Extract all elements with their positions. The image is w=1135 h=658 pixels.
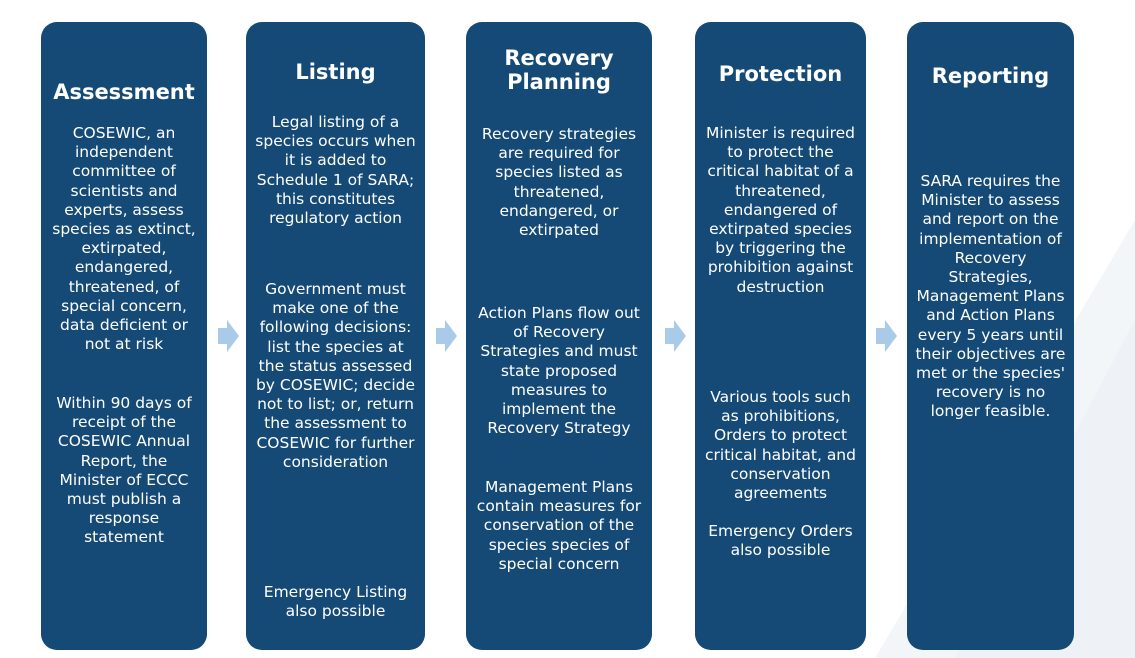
stage-title: Recovery Planning [504,46,614,94]
stage-description: Legal listing of a species occurs when i… [255,113,416,228]
arrow-right-icon [876,320,897,352]
stage-description: SARA requires the Minister to assess and… [915,172,1066,421]
stage-reporting: Reporting SARA requires the Minister to … [907,22,1074,650]
stage-title: Assessment [53,80,195,104]
arrow-right-icon [218,320,239,352]
stage-listing: Listing Legal listing of a species occur… [246,22,425,650]
stage-title: Listing [295,60,376,84]
stage-protection: Protection Minister is required to prote… [695,22,866,650]
stage-title: Protection [718,62,843,86]
stage-title: Reporting [931,64,1050,88]
arrow-right-icon [665,320,686,352]
arrow-right-icon [436,320,457,352]
stage-description: Management Plans contain measures for co… [476,478,642,573]
stage-description: Government must make one of the followin… [255,280,416,471]
stage-description: Within 90 days of receipt of the COSEWIC… [56,394,192,547]
stage-recovery-planning: Recovery Planning Recovery strategies ar… [466,22,652,650]
stage-description: Recovery strategies are required for spe… [481,125,637,240]
stage-description: COSEWIC, an independent committee of sci… [52,124,196,354]
stage-description: Action Plans flow out of Recovery Strate… [478,304,640,438]
stage-description: Minister is required to protect the crit… [705,124,856,296]
stage-description: Emergency Listing also possible [263,583,408,621]
stage-description: Emergency Orders also possible [708,522,853,560]
stage-description: Various tools such as prohibitions, Orde… [705,388,856,503]
stage-assessment: Assessment COSEWIC, an independent commi… [41,22,207,650]
